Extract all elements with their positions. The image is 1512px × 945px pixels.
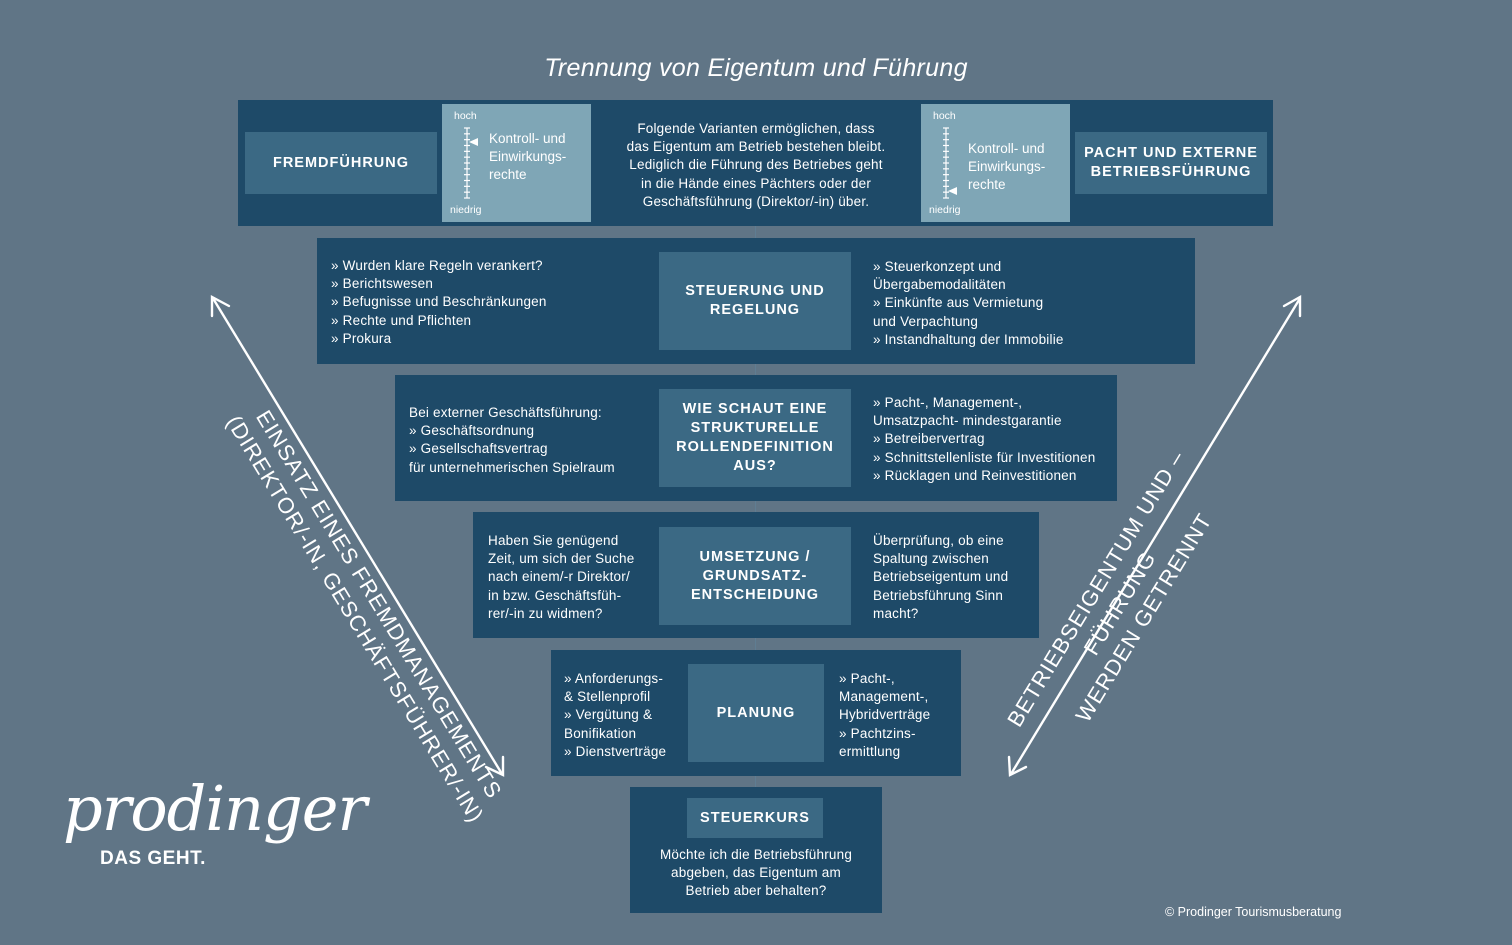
rollen-left-text: Bei externer Geschäftsführung: » Geschäf… bbox=[409, 405, 615, 475]
right-scale-pointer bbox=[948, 187, 957, 195]
right-arrow-head-top bbox=[1282, 294, 1302, 318]
right-arrow-head-bottom bbox=[1007, 755, 1028, 777]
left-arrow-line bbox=[212, 298, 504, 776]
steuerkurs-text: Möchte ich die Betriebsführung abgeben, … bbox=[659, 847, 853, 899]
planung-label: PLANUNG bbox=[688, 664, 824, 762]
umsetzung-label: UMSETZUNG / GRUNDSATZ- ENTSCHEIDUNG bbox=[659, 527, 851, 625]
steuerkurs-label: STEUERKURS bbox=[687, 798, 823, 838]
planung-right-text: » Pacht-, Management-, Hybridverträge » … bbox=[839, 671, 931, 759]
right-scale-high: hoch bbox=[933, 110, 956, 122]
left-scale-high: hoch bbox=[454, 110, 477, 122]
logo-tagline: DAS GEHT. bbox=[100, 848, 206, 869]
steuerung-right-text: » Steuerkonzept und Übergabemodalitäten … bbox=[873, 259, 1064, 347]
top-center-text: Folgende Varianten ermöglichen, dass das… bbox=[626, 121, 886, 209]
left-scale-low: niedrig bbox=[450, 204, 482, 216]
left-scale-graphic bbox=[464, 127, 478, 199]
rollen-label: WIE SCHAUT EINE STRUKTURELLE ROLLENDEFIN… bbox=[659, 389, 851, 487]
umsetzung-right-text: Überprüfung, ob eine Spaltung zwischen B… bbox=[873, 533, 1009, 621]
steuerung-label: STEUERUNG UND REGELUNG bbox=[659, 252, 851, 350]
left-scale-text: Kontroll- und Einwirkungs- rechte bbox=[489, 131, 567, 183]
fremdfuehrung-box: FREMDFÜHRUNG bbox=[245, 132, 437, 194]
right-scale-low: niedrig bbox=[929, 204, 961, 216]
logo-script: prodinger bbox=[63, 772, 367, 845]
rollen-right-text: » Pacht-, Management-, Umsatzpacht- mind… bbox=[873, 395, 1096, 483]
right-arrow-line bbox=[1009, 298, 1301, 776]
left-arrow-head-bottom bbox=[484, 755, 505, 777]
planung-left-text: » Anforderungs- & Stellenprofil » Vergüt… bbox=[564, 671, 667, 759]
right-scale-panel: hoch niedrig Kontroll- und Einwirkungs- … bbox=[921, 104, 1070, 222]
umsetzung-left-text: Haben Sie genügend Zeit, um sich der Suc… bbox=[488, 533, 635, 621]
left-arrow-head-top bbox=[210, 295, 231, 318]
left-scale-panel: hoch niedrig Kontroll- und Einwirkungs- … bbox=[442, 104, 591, 222]
copyright-text: © Prodinger Tourismusberatung bbox=[1165, 905, 1342, 919]
left-scale-pointer bbox=[469, 138, 478, 146]
pacht-box: PACHT UND EXTERNE BETRIEBSFÜHRUNG bbox=[1075, 132, 1267, 194]
diagram-title: Trennung von Eigentum und Führung bbox=[544, 54, 968, 82]
right-scale-graphic bbox=[943, 127, 957, 199]
right-scale-text: Kontroll- und Einwirkungs- rechte bbox=[968, 141, 1046, 193]
steuerung-left-text: » Wurden klare Regeln verankert? » Beric… bbox=[331, 258, 547, 346]
